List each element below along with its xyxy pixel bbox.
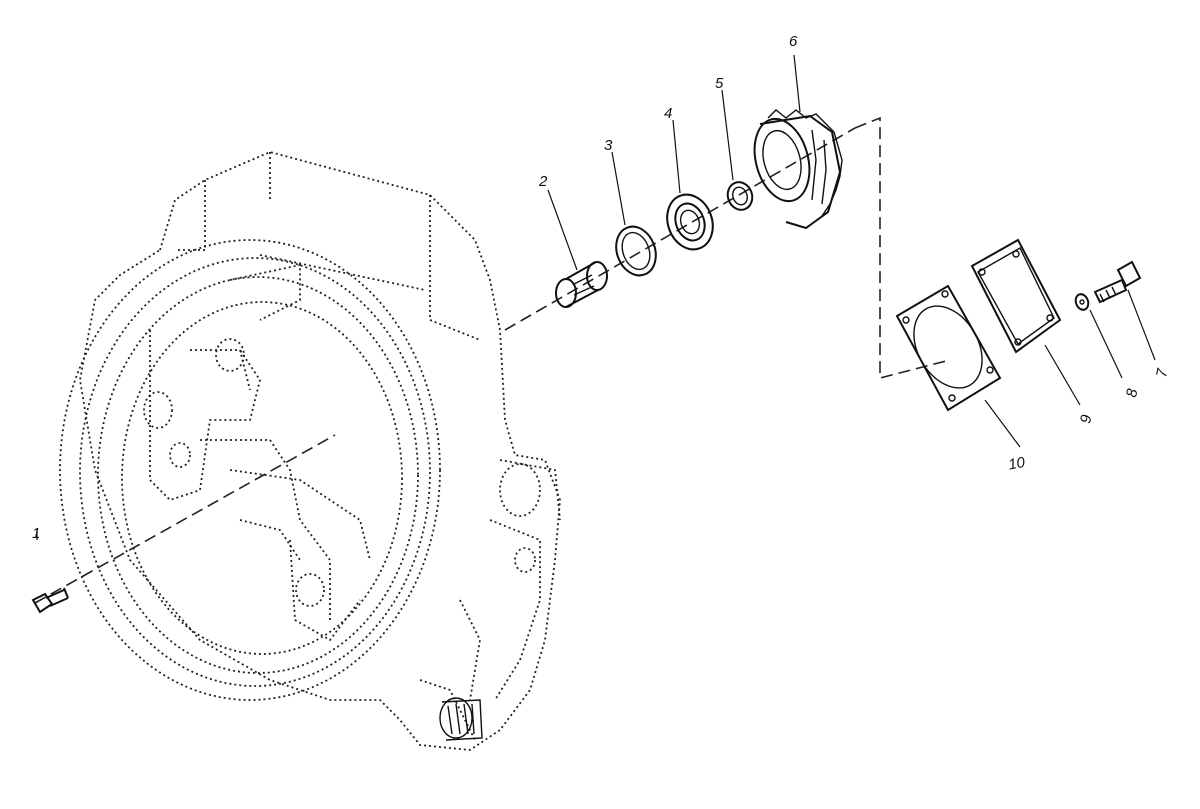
assembly-centerline-lower — [34, 434, 336, 604]
part-4-bearing — [666, 119, 714, 251]
part-9-cover-plate — [970, 238, 1081, 406]
callout-2: 2 — [538, 173, 548, 190]
drain-fitting — [439, 697, 483, 741]
callout-7: 7 — [1153, 367, 1171, 379]
group-bracket — [854, 116, 951, 380]
part-8-washer — [1074, 293, 1123, 379]
assembly-centerline-upper — [504, 127, 856, 331]
part-3-seal-ring — [611, 151, 657, 277]
callout-10: 10 — [1007, 454, 1027, 474]
callout-1: 1 — [32, 525, 40, 542]
callout-4: 4 — [664, 105, 672, 122]
part-1-bolt — [31, 528, 69, 614]
part-7-cap-screw — [1093, 260, 1156, 361]
part-6-gear — [753, 54, 843, 230]
part-10-gasket — [895, 284, 1021, 448]
part-2-bushing — [547, 189, 608, 308]
callout-5: 5 — [715, 75, 724, 92]
flywheel-housing — [59, 151, 561, 751]
callout-3: 3 — [604, 137, 613, 154]
callout-8: 8 — [1123, 387, 1141, 399]
part-5-snap-ring — [721, 89, 754, 211]
callout-9: 9 — [1077, 413, 1095, 425]
callout-6: 6 — [789, 33, 798, 50]
